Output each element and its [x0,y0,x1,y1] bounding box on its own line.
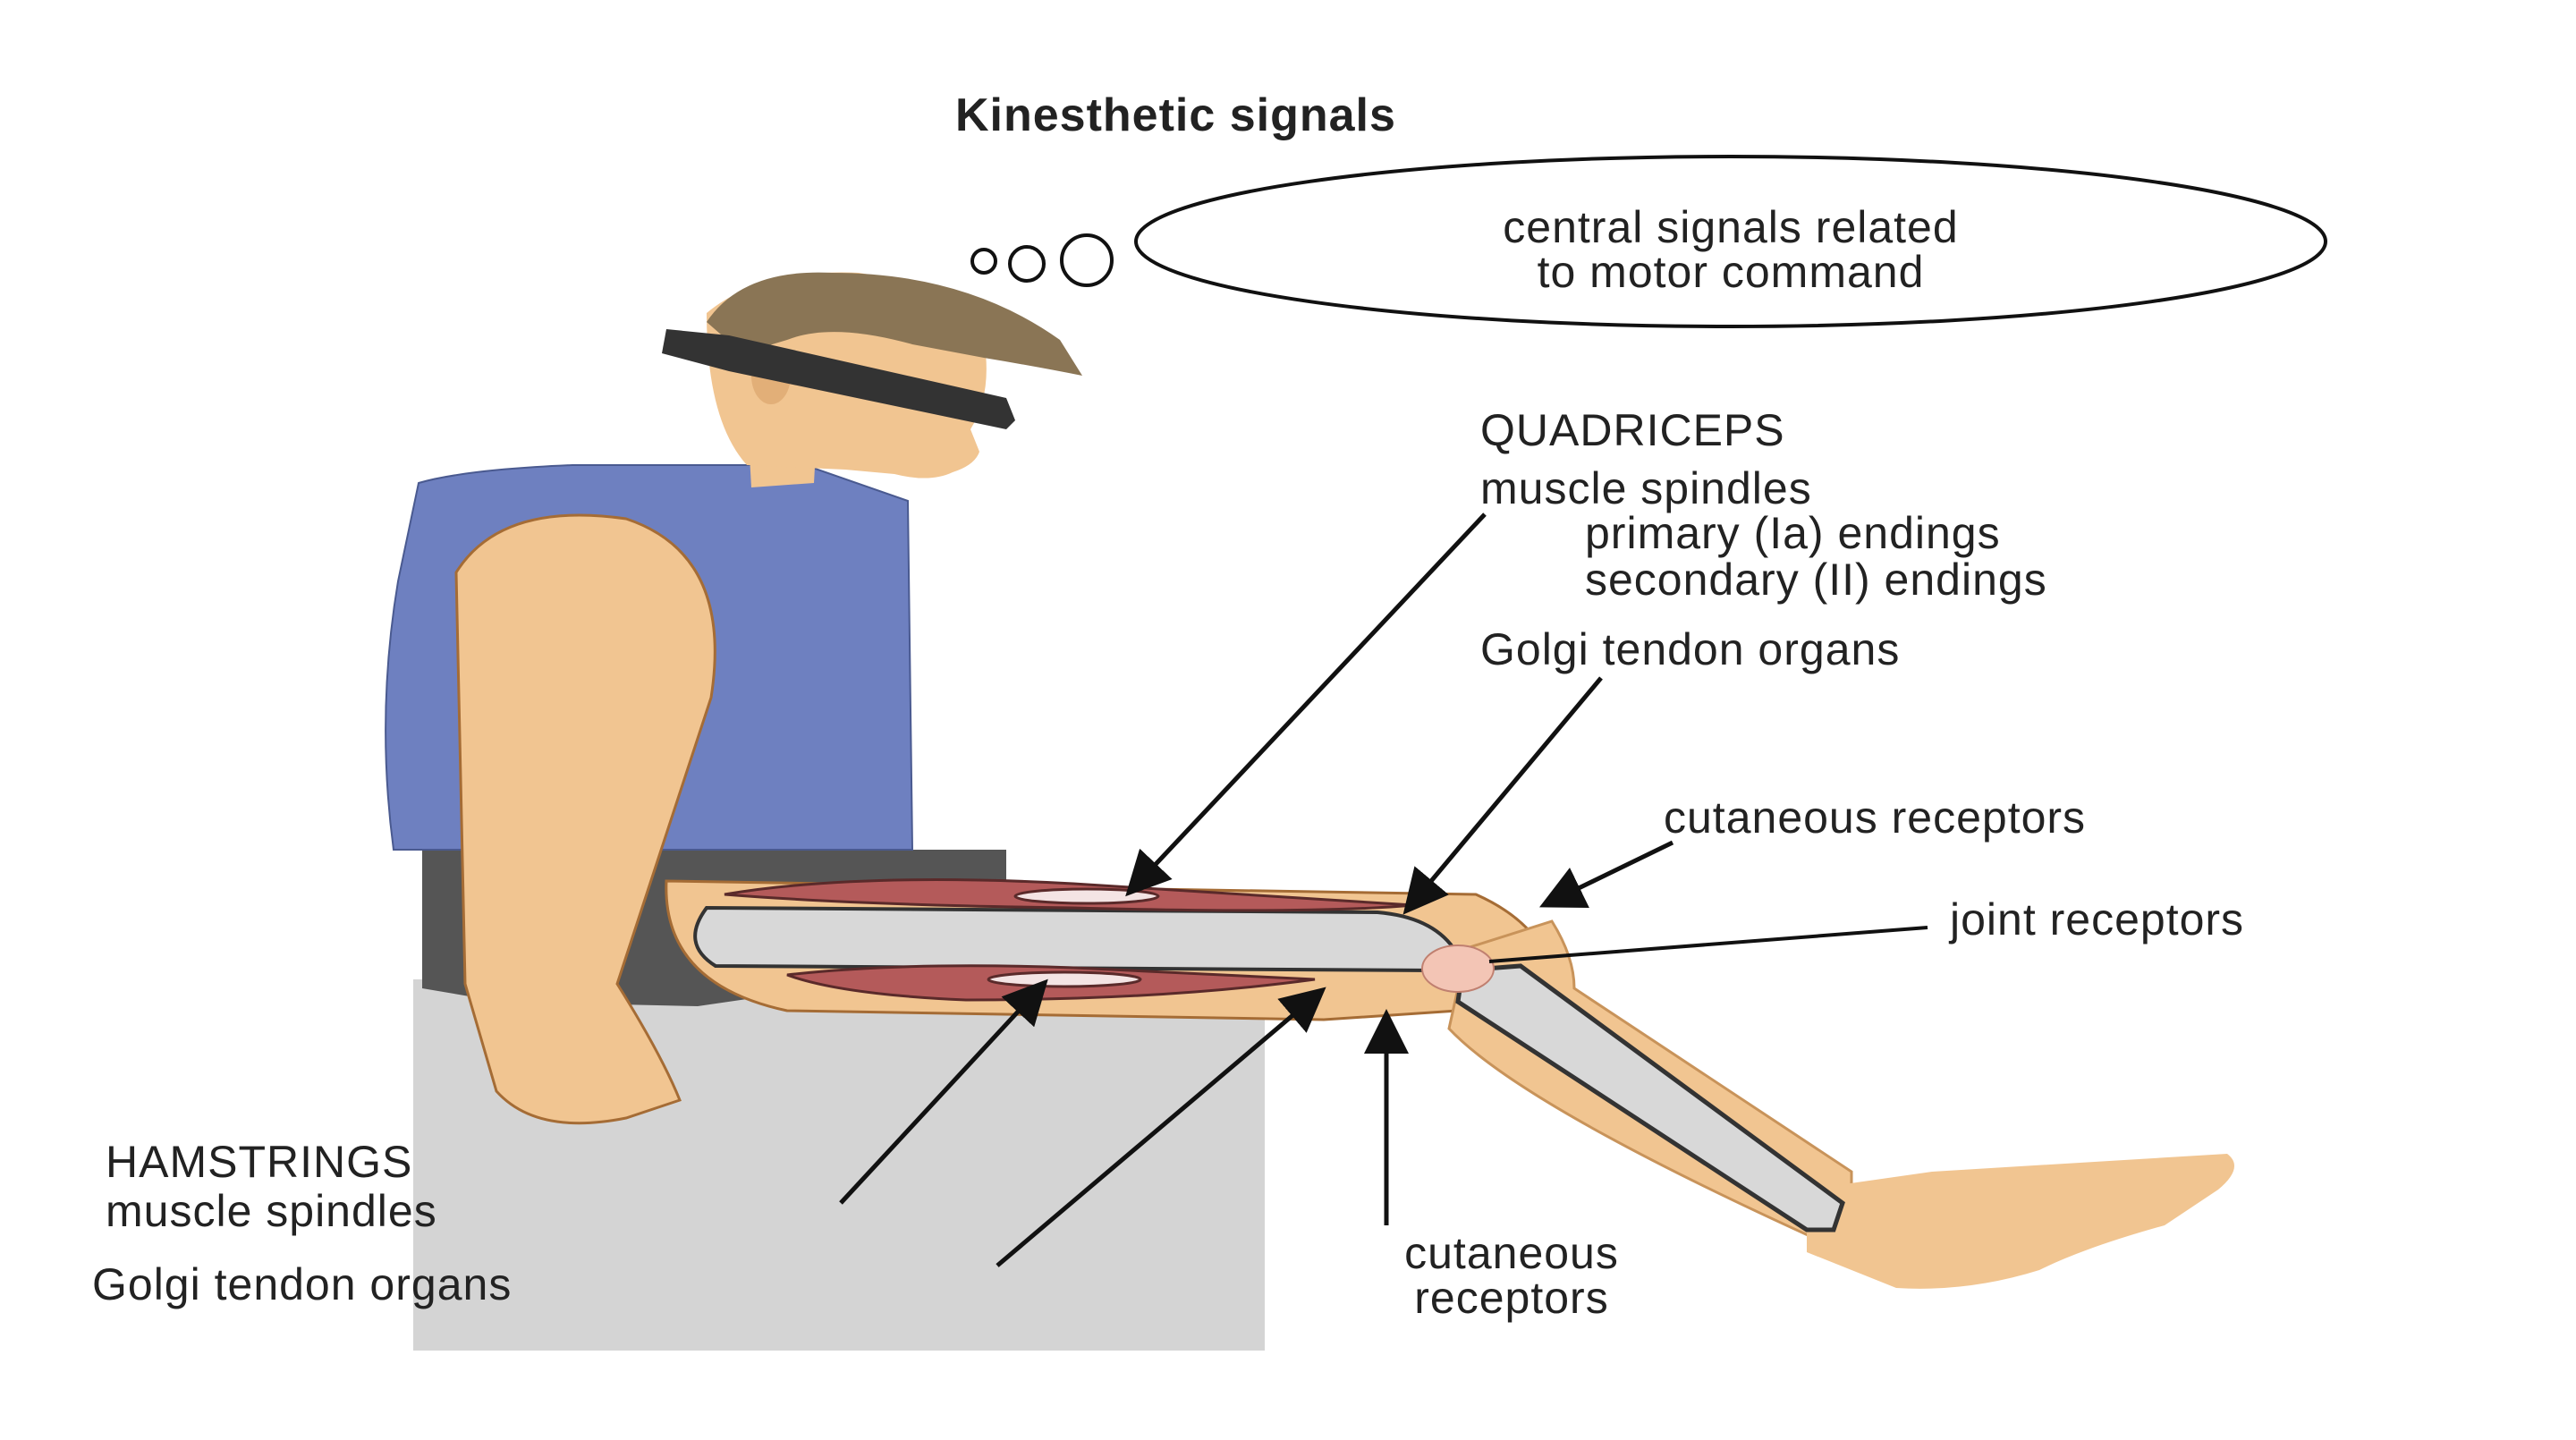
hamstrings-spindle [987,970,1142,988]
cutaneous-receptors-bottom-line-2: receptors [1414,1273,1609,1323]
hair [707,272,1082,376]
foot [1807,1154,2234,1289]
thought-bubble-line-1: central signals related [1503,202,1959,252]
hamstrings-heading: HAMSTRINGS [106,1137,413,1187]
joint-receptors-line [1488,926,1928,963]
quadriceps-spindles-label: muscle spindles [1480,463,1812,513]
knee-joint [1421,944,1495,993]
cutaneous-top-arrow [1539,840,1674,909]
quadriceps-primary-label: primary (Ia) endings [1585,508,2001,558]
quadriceps-spindles-arrow [1125,512,1487,897]
hamstrings-spindles-arrow [839,978,1048,1205]
thought-bubble [970,155,2327,328]
arm [454,513,716,1125]
quadriceps-secondary-label: secondary (II) endings [1585,555,2047,605]
quadriceps-heading: QUADRICEPS [1480,405,1785,455]
quadriceps-golgi-arrow [1402,676,1603,915]
hamstrings-spindles-label: muscle spindles [106,1186,437,1236]
hamstrings-golgi-arrow [996,987,1326,1267]
cutaneous-receptors-top-label: cutaneous receptors [1664,792,2087,843]
tibia [1455,963,1845,1232]
blindfold [662,329,1015,429]
cutaneous-receptors-bottom-line-1: cutaneous [1404,1228,1619,1278]
pointer-lines [839,512,1928,1267]
hamstrings-golgi-label: Golgi tendon organs [92,1259,513,1309]
thought-bubble-line-2: to motor command [1537,247,1925,297]
diagram-title: Kinesthetic signals [955,89,1396,141]
joint-receptors-label: joint receptors [1950,894,2245,944]
femur [693,905,1456,973]
quadriceps-golgi-label: Golgi tendon organs [1480,624,1901,674]
quadriceps-spindle [1013,887,1160,905]
